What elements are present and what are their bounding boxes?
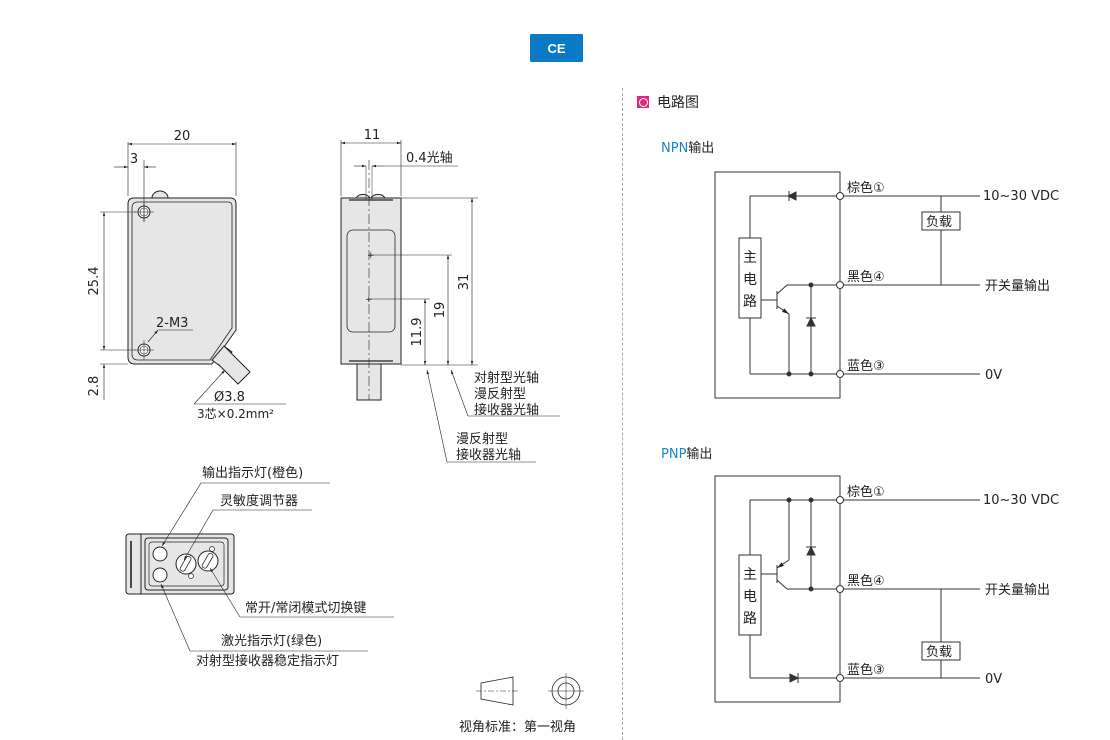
pnp-circuit-title: PNP输出 [661, 443, 712, 462]
npn-load-box [921, 211, 961, 231]
cable-diameter-label: Ø3.8 [214, 390, 245, 405]
projection-symbol [476, 673, 584, 709]
pnp-title-suffix: 输出 [686, 447, 713, 462]
first-angle-trapezoid-icon [480, 676, 514, 706]
projection-label: 视角标准：第一视角 [459, 720, 576, 735]
npn-title-prefix: NPN [661, 141, 689, 156]
npn-wire-brown-label: 棕色① [847, 180, 885, 196]
circuit-section-title: 电路图 [637, 92, 699, 112]
output-indicator-lamp [152, 546, 168, 562]
pnp-main-circuit-char-1: 主 [743, 567, 757, 583]
npn-terminal-brown [836, 192, 844, 200]
pnp-wire-brown-label: 棕色① [847, 484, 885, 500]
npn-zener-icon [806, 316, 816, 327]
pnp-terminal-brown [836, 496, 844, 504]
laser-indicator-lamp [152, 567, 168, 583]
pnp-title-prefix: PNP [661, 447, 687, 462]
pnp-main-circuit-char-3: 路 [743, 611, 757, 627]
pnp-wire-blue-label: 蓝色③ [847, 662, 885, 678]
side-view: + + [340, 140, 560, 463]
side-window [346, 229, 396, 333]
npn-main-circuit-char-2: 电 [743, 272, 757, 288]
pnp-output-label: 开关量输出 [985, 582, 1050, 598]
npn-ground-label: 0V [985, 368, 1002, 383]
side-axis2-dim: 11.9 [410, 318, 425, 347]
npn-terminal-blue [836, 370, 844, 378]
front-hole-pitch-dim: 25.4 [87, 267, 102, 296]
side-upper-label-1: 对射型光轴 [474, 370, 539, 386]
side-upper-label-3: 接收器光轴 [474, 402, 539, 418]
front-view [100, 142, 286, 405]
npn-load-label: 负载 [926, 215, 952, 230]
pnp-terminal-black [836, 585, 844, 593]
npn-terminal-black [836, 281, 844, 289]
sensitivity-adjuster-label: 灵敏度调节器 [220, 493, 298, 509]
npn-circuit-title: NPN输出 [661, 137, 714, 156]
ce-certification-badge: CE [530, 34, 583, 62]
stability-indicator-label: 对射型接收器稳定指示灯 [196, 653, 339, 669]
npn-diode-icon [786, 191, 797, 201]
section-divider [622, 88, 623, 740]
npn-title-suffix: 输出 [688, 141, 715, 156]
pnp-main-circuit-char-2: 电 [743, 589, 757, 605]
section-title-text: 电路图 [657, 95, 699, 111]
panel-view [125, 482, 394, 652]
side-lower-label-1: 漫反射型 [456, 431, 508, 447]
pnp-supply-label: 10~30 VDC [983, 493, 1059, 508]
pnp-load-box [921, 641, 961, 661]
side-lower-label-2: 接收器光轴 [456, 447, 521, 463]
pnp-ground-label: 0V [985, 672, 1002, 687]
front-body [127, 197, 237, 365]
pnp-terminal-blue [836, 674, 844, 682]
side-width-dim: 11 [364, 128, 381, 143]
mode-switch-label: 常开/常闭模式切换键 [245, 601, 366, 616]
side-axis-offset-dim: 0.4光轴 [406, 151, 453, 166]
side-height-dim: 31 [457, 274, 472, 291]
npn-main-circuit-char-1: 主 [743, 250, 757, 266]
npn-circuit [714, 171, 980, 399]
side-axis1-dim: 19 [433, 302, 448, 319]
pnp-circuit [714, 475, 980, 703]
npn-supply-label: 10~30 VDC [983, 189, 1059, 204]
front-width-dim: 20 [174, 129, 191, 144]
front-body-inner [131, 201, 233, 361]
front-hole-offset-dim: 3 [130, 152, 138, 167]
svg-text:+: + [367, 251, 375, 261]
circle-bullet-icon [637, 96, 649, 108]
npn-wire-blue-label: 蓝色③ [847, 358, 885, 374]
npn-main-circuit-char-3: 路 [743, 294, 757, 310]
pnp-wire-black-label: 黑色④ [847, 573, 885, 589]
output-indicator-label: 输出指示灯(橙色) [202, 465, 303, 481]
npn-output-label: 开关量输出 [985, 278, 1050, 294]
npn-wire-black-label: 黑色④ [847, 269, 885, 285]
front-bottom-dim: 2.8 [87, 376, 102, 397]
side-upper-label-2: 漫反射型 [474, 386, 526, 402]
pnp-diode-icon [789, 673, 800, 683]
pnp-load-label: 负载 [926, 645, 952, 660]
cable-spec-label: 3芯×0.2mm² [197, 407, 274, 421]
svg-text:+: + [365, 295, 373, 305]
pnp-zener-icon [806, 545, 816, 556]
mount-holes-label: 2-M3 [156, 316, 188, 331]
laser-indicator-label: 激光指示灯(绿色) [221, 633, 322, 649]
front-bump [151, 190, 169, 199]
